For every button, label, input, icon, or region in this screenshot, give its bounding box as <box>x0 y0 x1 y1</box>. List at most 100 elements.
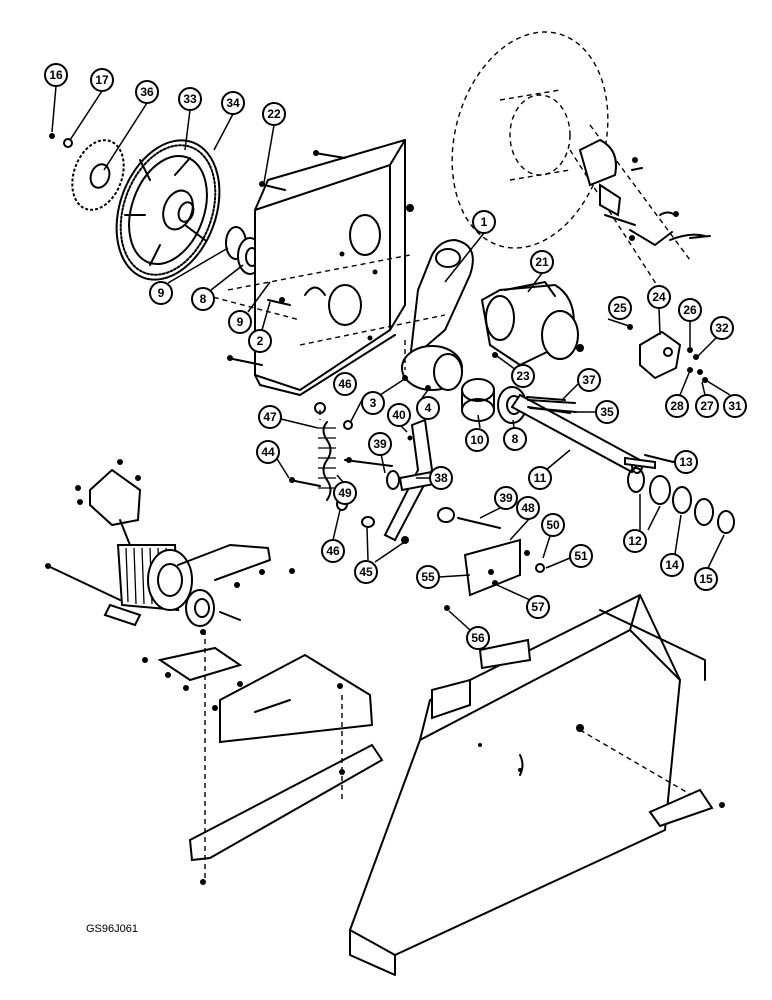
callout-circle-27 <box>695 394 719 418</box>
callout-circle-39b <box>494 486 518 510</box>
callout-8a: 8 <box>200 292 207 306</box>
gearbox-housing <box>254 139 406 396</box>
callout-16: 16 <box>49 68 63 82</box>
callout-circle-28 <box>665 394 689 418</box>
callout-circle-23 <box>511 364 535 388</box>
callout-48: 48 <box>521 501 535 515</box>
lever-arm <box>401 238 474 391</box>
callout-50: 50 <box>546 518 560 532</box>
callout-38: 38 <box>434 471 448 485</box>
callout-circle-4 <box>416 396 440 420</box>
callout-circle-40 <box>387 403 411 427</box>
callout-circle-33 <box>178 87 202 111</box>
callout-circle-46b <box>321 539 345 563</box>
callout-37: 37 <box>582 373 596 387</box>
callout-circle-57 <box>526 595 550 619</box>
callout-49: 49 <box>338 486 352 500</box>
callout-circle-51 <box>569 544 593 568</box>
callout-35: 35 <box>600 405 614 419</box>
callout-57: 57 <box>531 600 545 614</box>
callout-circle-39a <box>368 432 392 456</box>
callout-27: 27 <box>700 399 714 413</box>
callout-circle-38 <box>429 466 453 490</box>
callout-9a: 9 <box>158 286 165 300</box>
motor-assembly <box>45 459 295 627</box>
small-sprocket <box>71 139 125 211</box>
callout-47: 47 <box>263 410 277 424</box>
parts-artwork <box>45 31 735 976</box>
callout-15: 15 <box>699 572 713 586</box>
callout-circle-46a <box>333 372 357 396</box>
callout-circle-13 <box>660 553 684 577</box>
callout-36: 36 <box>140 85 154 99</box>
callout-55: 55 <box>421 570 435 584</box>
callout-circle-55 <box>416 565 440 589</box>
callout-circle-14 <box>674 450 698 474</box>
callout-circle-16 <box>44 63 68 87</box>
callout-17: 17 <box>95 73 109 87</box>
tension-spring <box>318 421 336 501</box>
callout-10: 10 <box>470 433 484 447</box>
callout-circle-32 <box>710 316 734 340</box>
callout-circle-25 <box>608 296 632 320</box>
callout-circle-50 <box>541 513 565 537</box>
callout-28: 28 <box>670 399 684 413</box>
callout-22: 22 <box>267 107 281 121</box>
callout-circle-36 <box>135 80 159 104</box>
callout-51: 51 <box>574 549 588 563</box>
callout-12: 12 <box>628 534 642 548</box>
callout-33: 33 <box>183 92 197 106</box>
callout-34: 34 <box>226 96 240 110</box>
callout-circle-12 <box>623 529 647 553</box>
callout-circle-15 <box>694 567 718 591</box>
callout-circle-24 <box>647 285 671 309</box>
callout-circle-35 <box>595 400 619 424</box>
large-sprocket <box>115 139 221 281</box>
callout-26: 26 <box>683 303 697 317</box>
callout-44: 44 <box>261 445 275 459</box>
callout-25: 25 <box>613 301 627 315</box>
callout-23: 23 <box>516 369 530 383</box>
callout-circle-8a <box>191 287 215 311</box>
callout-circle-22 <box>262 102 286 126</box>
starter-motor <box>480 281 584 367</box>
callout-circle-34 <box>221 91 245 115</box>
callout-21: 21 <box>535 255 549 269</box>
callout-circle-21 <box>530 250 554 274</box>
callout-circle-45 <box>354 560 378 584</box>
callout-circle-26 <box>678 298 702 322</box>
callout-40: 40 <box>392 408 406 422</box>
shield-panel <box>348 594 706 976</box>
callout-circle-3 <box>361 391 385 415</box>
callout-labels: 16 17 36 33 34 22 9 8 9 2 1 21 <box>44 63 747 650</box>
callout-31: 31 <box>728 399 742 413</box>
callout-56: 56 <box>471 631 485 645</box>
callout-circle-11 <box>528 466 552 490</box>
callout-circle-31 <box>723 394 747 418</box>
callout-4: 4 <box>425 401 432 415</box>
callout-11: 11 <box>534 471 547 485</box>
callout-circle-56 <box>466 626 490 650</box>
callout-3: 3 <box>370 396 377 410</box>
callout-2: 2 <box>257 334 264 348</box>
callout-circle-8b <box>503 427 527 451</box>
callout-46a: 46 <box>338 377 352 391</box>
callout-39b: 39 <box>499 491 513 505</box>
callout-circle-37 <box>577 368 601 392</box>
callout-circle-44 <box>256 440 280 464</box>
callout-14: 13 <box>679 455 693 469</box>
callout-13: 14 <box>665 558 679 572</box>
callout-circle-10 <box>465 428 489 452</box>
callout-24: 24 <box>652 290 666 304</box>
callout-circle-9a <box>149 281 173 305</box>
callout-45: 45 <box>359 565 373 579</box>
callout-8b: 8 <box>512 432 519 446</box>
figure-code: GS96J061 <box>86 923 138 935</box>
callout-circle-1 <box>472 210 496 234</box>
callout-circle-2 <box>248 329 272 353</box>
callout-circle-17 <box>90 68 114 92</box>
callout-39a: 39 <box>373 437 387 451</box>
callout-circle-48 <box>516 496 540 520</box>
callout-circle-47 <box>258 405 282 429</box>
